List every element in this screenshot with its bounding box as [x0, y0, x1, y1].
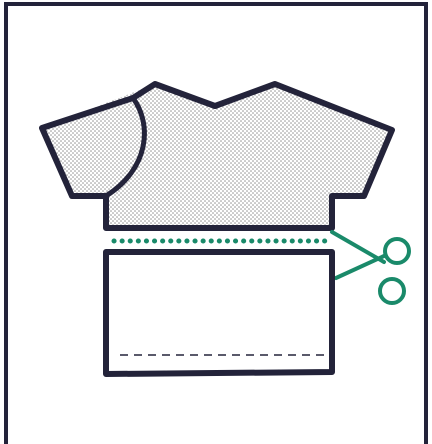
t-shirt-lower	[106, 252, 332, 374]
scissors-icon	[332, 232, 409, 303]
t-shirt-upper	[42, 84, 392, 228]
